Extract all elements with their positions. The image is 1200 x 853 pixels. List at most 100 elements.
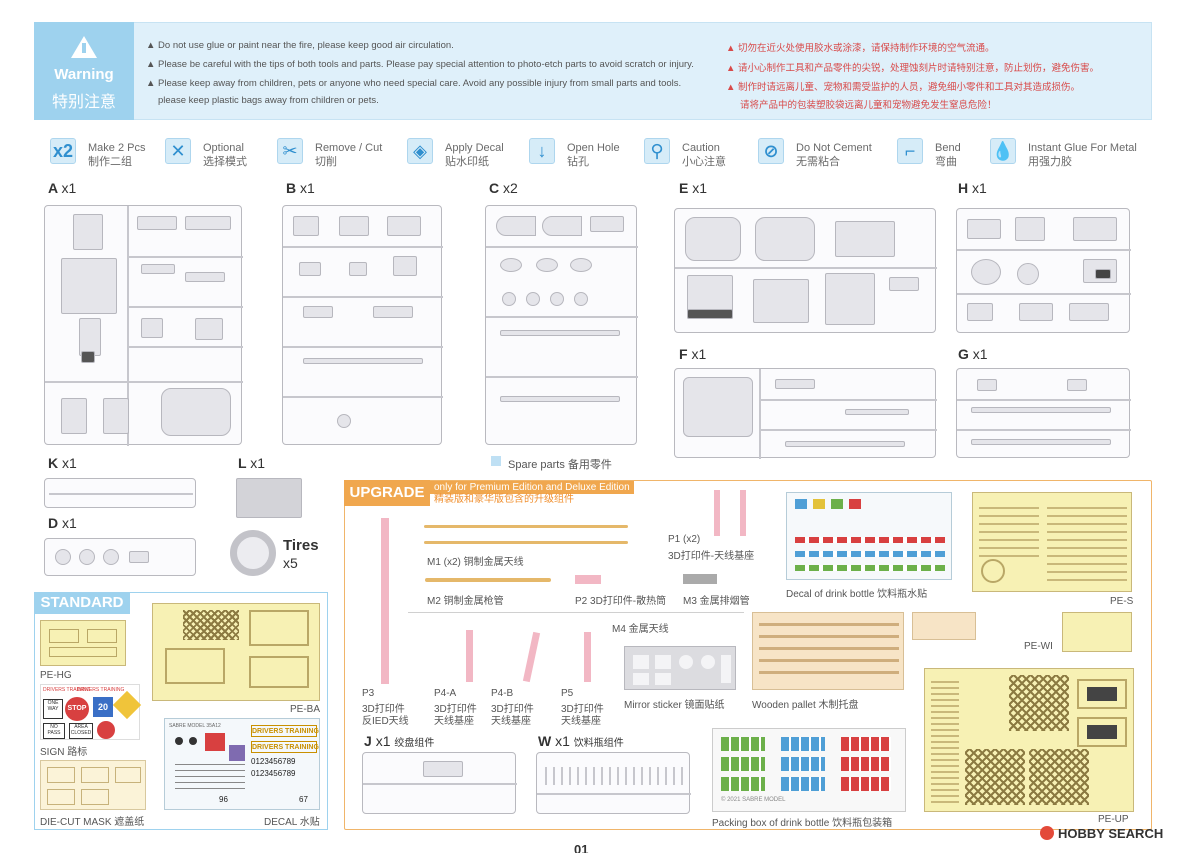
p5-desc-2: 天线基座 — [561, 716, 601, 727]
packing-brand: © 2021 SABRE MODEL — [721, 797, 786, 803]
mirror-sticker-sheet — [624, 646, 736, 690]
sign-no-pass: NO PASS — [43, 723, 65, 739]
sign-label: SIGN 路标 — [40, 747, 88, 758]
spare-parts-swatch — [491, 456, 501, 466]
p1-desc: 3D打印件-天线基座 — [668, 551, 755, 562]
sprue-e — [674, 208, 937, 333]
decal-label: DECAL 水贴 — [264, 817, 320, 828]
mirror-sticker-label: Mirror sticker 镜面贴纸 — [624, 700, 725, 711]
pe-up-label: PE-UP — [1098, 814, 1129, 825]
p4b-desc: 3D打印件 — [491, 704, 534, 715]
p1-label: P1 (x2) — [668, 534, 701, 545]
sprue-b-label: B x1 — [286, 180, 315, 196]
pe-ba-sheet — [152, 603, 320, 701]
pe-hg-sheet — [40, 620, 126, 666]
decal-digits-2: 0123456789 — [251, 769, 296, 778]
no-cement-icon: ⊘ — [758, 138, 784, 164]
m3-exhaust — [683, 574, 717, 584]
p3-antenna — [381, 518, 389, 684]
warning-line-en-3: ▲ Please keep away from children, pets o… — [146, 78, 682, 89]
p3-desc-2: 反IED天线 — [362, 716, 409, 727]
decal-number-67: 67 — [299, 795, 308, 804]
standard-badge: STANDARD — [34, 592, 130, 614]
warning-title-cn: 特别注意 — [51, 94, 116, 111]
m1-antenna-rod-2 — [424, 541, 628, 544]
decal-icon: ◈ — [407, 138, 433, 164]
pe-wi-label: PE-WI — [1024, 641, 1053, 652]
drink-bottle-decal-sheet — [786, 492, 952, 580]
sprue-c-label: C x2 — [489, 180, 518, 196]
warning-line-cn-4: 请将产品中的包装塑胶袋远离儿童和宠物避免发生窒息危险！ — [740, 100, 997, 111]
sign-stop: STOP — [65, 697, 89, 721]
sprue-h — [956, 208, 1131, 333]
die-cut-mask-label: DIE-CUT MASK 遮盖纸 — [40, 817, 145, 828]
sprue-a-label: A x1 — [48, 180, 77, 196]
sign-area-closed: AREA CLOSED — [69, 723, 93, 739]
sign-one-way: ONE WAY — [43, 699, 63, 719]
make-two-icon: x2 — [50, 138, 76, 164]
sprue-f-label: F x1 — [679, 346, 707, 362]
p4a-part — [466, 630, 473, 682]
pe-wi-sheet — [1062, 612, 1132, 652]
sprue-d-label: D x1 — [48, 515, 77, 531]
decal-digits-1: 0123456789 — [251, 757, 296, 766]
bend-icon: ⌐ — [897, 138, 923, 164]
m4-antenna-line — [408, 612, 744, 613]
warning-badge: Warning 特别注意 — [34, 22, 134, 120]
tire-illustration — [230, 530, 276, 576]
m2-barrel — [425, 578, 551, 582]
decal-brand: SABRE MODEL 35A12 — [169, 723, 221, 729]
warning-line-cn-2: ▲ 请小心制作工具和产品零件的尖锐，处理蚀刻片时请特别注意，防止划伤，避免伤害。 — [726, 63, 1100, 74]
sprue-k-label: K x1 — [48, 455, 77, 471]
p5-desc: 3D打印件 — [561, 704, 604, 715]
warning-line-cn-3: ▲ 制作时请远离儿童、宠物和需受监护的人员，避免细小零件和工具对其造成损伤。 — [726, 82, 1081, 93]
warning-line-en-2: ▲ Please be careful with the tips of bot… — [146, 59, 694, 70]
m2-label: M2 铜制金属枪管 — [427, 596, 504, 607]
p3-label: P3 — [362, 688, 375, 699]
sprue-b — [282, 205, 443, 445]
hobby-search-logo-icon — [1040, 826, 1054, 840]
warning-panel — [34, 22, 1152, 120]
pe-s-label: PE-S — [1110, 596, 1134, 607]
tires-qty: x5 — [283, 555, 298, 571]
spare-parts-note: Spare parts 备用零件 — [508, 459, 612, 471]
pallet-blocks-sheet — [912, 612, 976, 640]
pe-s-sheet — [972, 492, 1132, 592]
sprue-g-label: G x1 — [958, 346, 988, 362]
sign-sheet: DRIVERS TRAINING DRIVERS TRAINING ONE WA… — [40, 684, 142, 740]
p4a-desc: 3D打印件 — [434, 704, 477, 715]
die-cut-mask-sheet — [40, 760, 146, 810]
p2-label: P2 3D打印件-散热筒 — [575, 596, 667, 607]
sprue-c — [485, 205, 638, 445]
m4-label: M4 金属天线 — [612, 624, 669, 635]
packing-box-label: Packing box of drink bottle 饮料瓶包装箱 — [712, 818, 893, 829]
optional-icon: ✕ — [165, 138, 191, 164]
pe-hg-label: PE-HG — [40, 670, 72, 681]
decal-sheet: SABRE MODEL 35A12 DRIVERS TRAINING DRIVE… — [164, 718, 320, 810]
p1-part-2 — [740, 490, 746, 536]
drink-bottle-decal-label: Decal of drink bottle 饮料瓶水贴 — [786, 589, 928, 600]
m3-label: M3 金属排烟管 — [683, 596, 750, 607]
sign-speed-20: 20 — [93, 697, 113, 717]
p4b-desc-2: 天线基座 — [491, 716, 531, 727]
decal-drivers-training-1: DRIVERS TRAINING — [251, 725, 319, 737]
p4b-label: P4-B — [491, 688, 514, 699]
decal-drivers-training-2: DRIVERS TRAINING — [251, 741, 319, 753]
wooden-pallet-sheet — [752, 612, 904, 690]
upgrade-subtitle-cn: 精装版和豪华版包含的升级组件 — [434, 494, 574, 505]
p2-part — [575, 575, 601, 584]
m1-label: M1 (x2) 铜制金属天线 — [427, 557, 524, 568]
cut-icon: ✂ — [277, 138, 303, 164]
sprue-w — [536, 752, 691, 814]
packing-box-sheet: © 2021 SABRE MODEL — [712, 728, 906, 812]
pe-ba-label: PE-BA — [290, 704, 321, 715]
sprue-l-part — [236, 478, 302, 518]
decal-number-96: 96 — [219, 795, 228, 804]
